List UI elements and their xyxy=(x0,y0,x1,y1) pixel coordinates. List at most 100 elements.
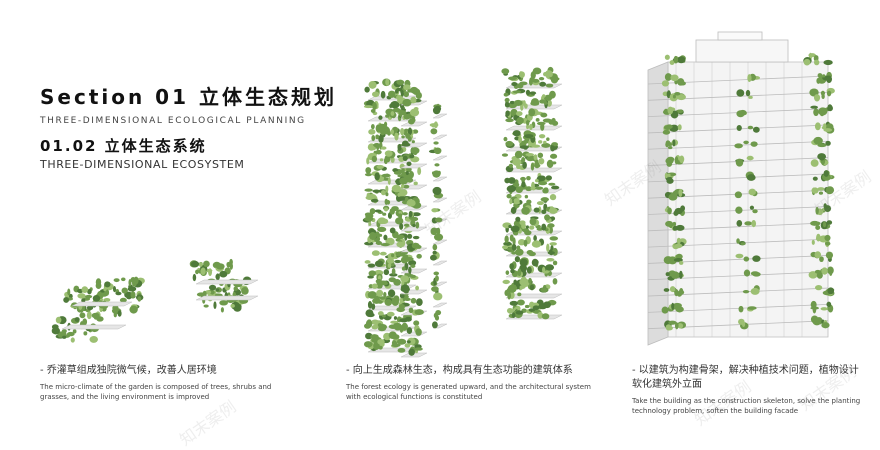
leaf-mark xyxy=(813,94,821,102)
leaf-mark xyxy=(813,137,822,144)
leaf-mark xyxy=(370,108,376,113)
leaf-mark xyxy=(369,208,376,215)
leaf-mark xyxy=(395,87,403,92)
leaf-mark xyxy=(383,234,388,241)
floor-line xyxy=(647,255,829,264)
leaf-mark xyxy=(535,117,540,122)
leaf-mark xyxy=(511,82,518,87)
leaf-mark xyxy=(376,289,384,297)
leaf-mark xyxy=(808,53,816,58)
leaf-mark xyxy=(531,258,539,267)
leaf-mark xyxy=(370,334,379,340)
leaf-mark xyxy=(81,298,86,303)
leaf-mark xyxy=(665,324,672,331)
leaf-mark xyxy=(399,223,404,230)
leaf-mark xyxy=(550,145,555,152)
leaf-mark xyxy=(511,251,517,255)
leaf-mark xyxy=(818,191,824,195)
leaf-mark xyxy=(392,107,401,113)
leaf-mark xyxy=(505,270,510,275)
leaf-mark xyxy=(827,105,833,112)
leaf-mark xyxy=(215,288,220,292)
leaf-mark xyxy=(190,260,200,268)
caption-building-en: Take the building as the construction sk… xyxy=(632,397,861,415)
leaf-mark xyxy=(740,242,746,246)
leaf-mark xyxy=(395,251,403,257)
leaf-mark xyxy=(368,221,372,226)
leaf-mark xyxy=(398,213,403,221)
leaf-mark xyxy=(823,203,827,209)
leaf-mark xyxy=(808,271,818,279)
leaf-mark xyxy=(511,312,516,318)
leaf-mark xyxy=(367,291,377,299)
leaf-mark xyxy=(372,102,377,110)
leaf-mark xyxy=(533,207,540,213)
leaf-mark xyxy=(404,297,411,301)
leaf-mark xyxy=(74,317,80,322)
leaf-mark xyxy=(233,286,239,291)
floor-line xyxy=(647,271,829,281)
leaf-mark xyxy=(385,192,389,197)
leaf-mark xyxy=(508,76,518,81)
leaf-mark xyxy=(815,224,821,231)
leaf-mark xyxy=(504,235,509,243)
leaf-mark xyxy=(382,212,387,216)
leaf-mark xyxy=(748,95,753,99)
floor-slab xyxy=(432,176,448,182)
leaf-mark xyxy=(371,283,378,289)
floor-slab xyxy=(71,301,133,307)
floor-slab xyxy=(432,260,448,266)
leaf-mark xyxy=(823,59,833,66)
leaf-mark xyxy=(386,311,395,317)
leaf-mark xyxy=(238,304,242,310)
leaf-mark xyxy=(745,89,751,97)
leaf-mark xyxy=(668,193,678,201)
leaf-mark xyxy=(374,172,380,181)
floor-slab xyxy=(400,352,428,358)
leaf-mark xyxy=(399,177,408,185)
leaf-mark xyxy=(529,225,535,230)
leaf-mark xyxy=(813,108,819,117)
floor-line xyxy=(647,173,829,183)
leaf-mark xyxy=(534,161,540,169)
leaf-mark xyxy=(505,118,514,123)
leaf-mark xyxy=(371,135,376,142)
leaf-mark xyxy=(819,256,824,263)
leaf-mark xyxy=(822,74,826,78)
leaf-mark xyxy=(433,312,439,319)
leaf-mark xyxy=(749,205,755,210)
leaf-mark xyxy=(663,125,671,130)
stage-2-forest-columns xyxy=(362,66,563,358)
leaf-mark xyxy=(823,128,833,132)
leaf-mark xyxy=(811,187,819,194)
leaf-mark xyxy=(815,284,823,291)
leaf-mark xyxy=(818,155,825,161)
leaf-mark xyxy=(371,155,378,163)
leaf-mark xyxy=(667,173,671,178)
caption-forest-cn: - 向上生成森林生态，构成具有生态功能的建筑体系 xyxy=(346,365,573,376)
leaf-mark xyxy=(414,309,424,316)
leaf-mark xyxy=(387,130,391,136)
leaf-mark xyxy=(672,94,676,99)
leaf-mark xyxy=(55,316,62,324)
leaf-mark xyxy=(506,185,516,193)
leaf-mark xyxy=(665,272,670,277)
leaf-mark xyxy=(406,199,416,207)
leaf-mark xyxy=(538,134,546,139)
leaf-mark xyxy=(752,255,761,262)
leaf-mark xyxy=(529,284,535,291)
leaf-mark xyxy=(377,323,382,327)
leaf-mark xyxy=(816,233,821,242)
leaf-mark xyxy=(378,134,384,143)
leaf-mark xyxy=(746,155,754,161)
leaf-mark xyxy=(366,312,375,318)
leaf-mark xyxy=(414,347,423,351)
leaf-mark xyxy=(517,268,522,277)
leaf-mark xyxy=(82,318,88,326)
leaf-mark xyxy=(403,91,410,98)
leaf-mark xyxy=(677,124,682,131)
leaf-mark xyxy=(677,56,686,64)
leaf-mark xyxy=(389,227,396,234)
leaf-mark xyxy=(436,227,441,236)
leaf-mark xyxy=(530,98,540,106)
